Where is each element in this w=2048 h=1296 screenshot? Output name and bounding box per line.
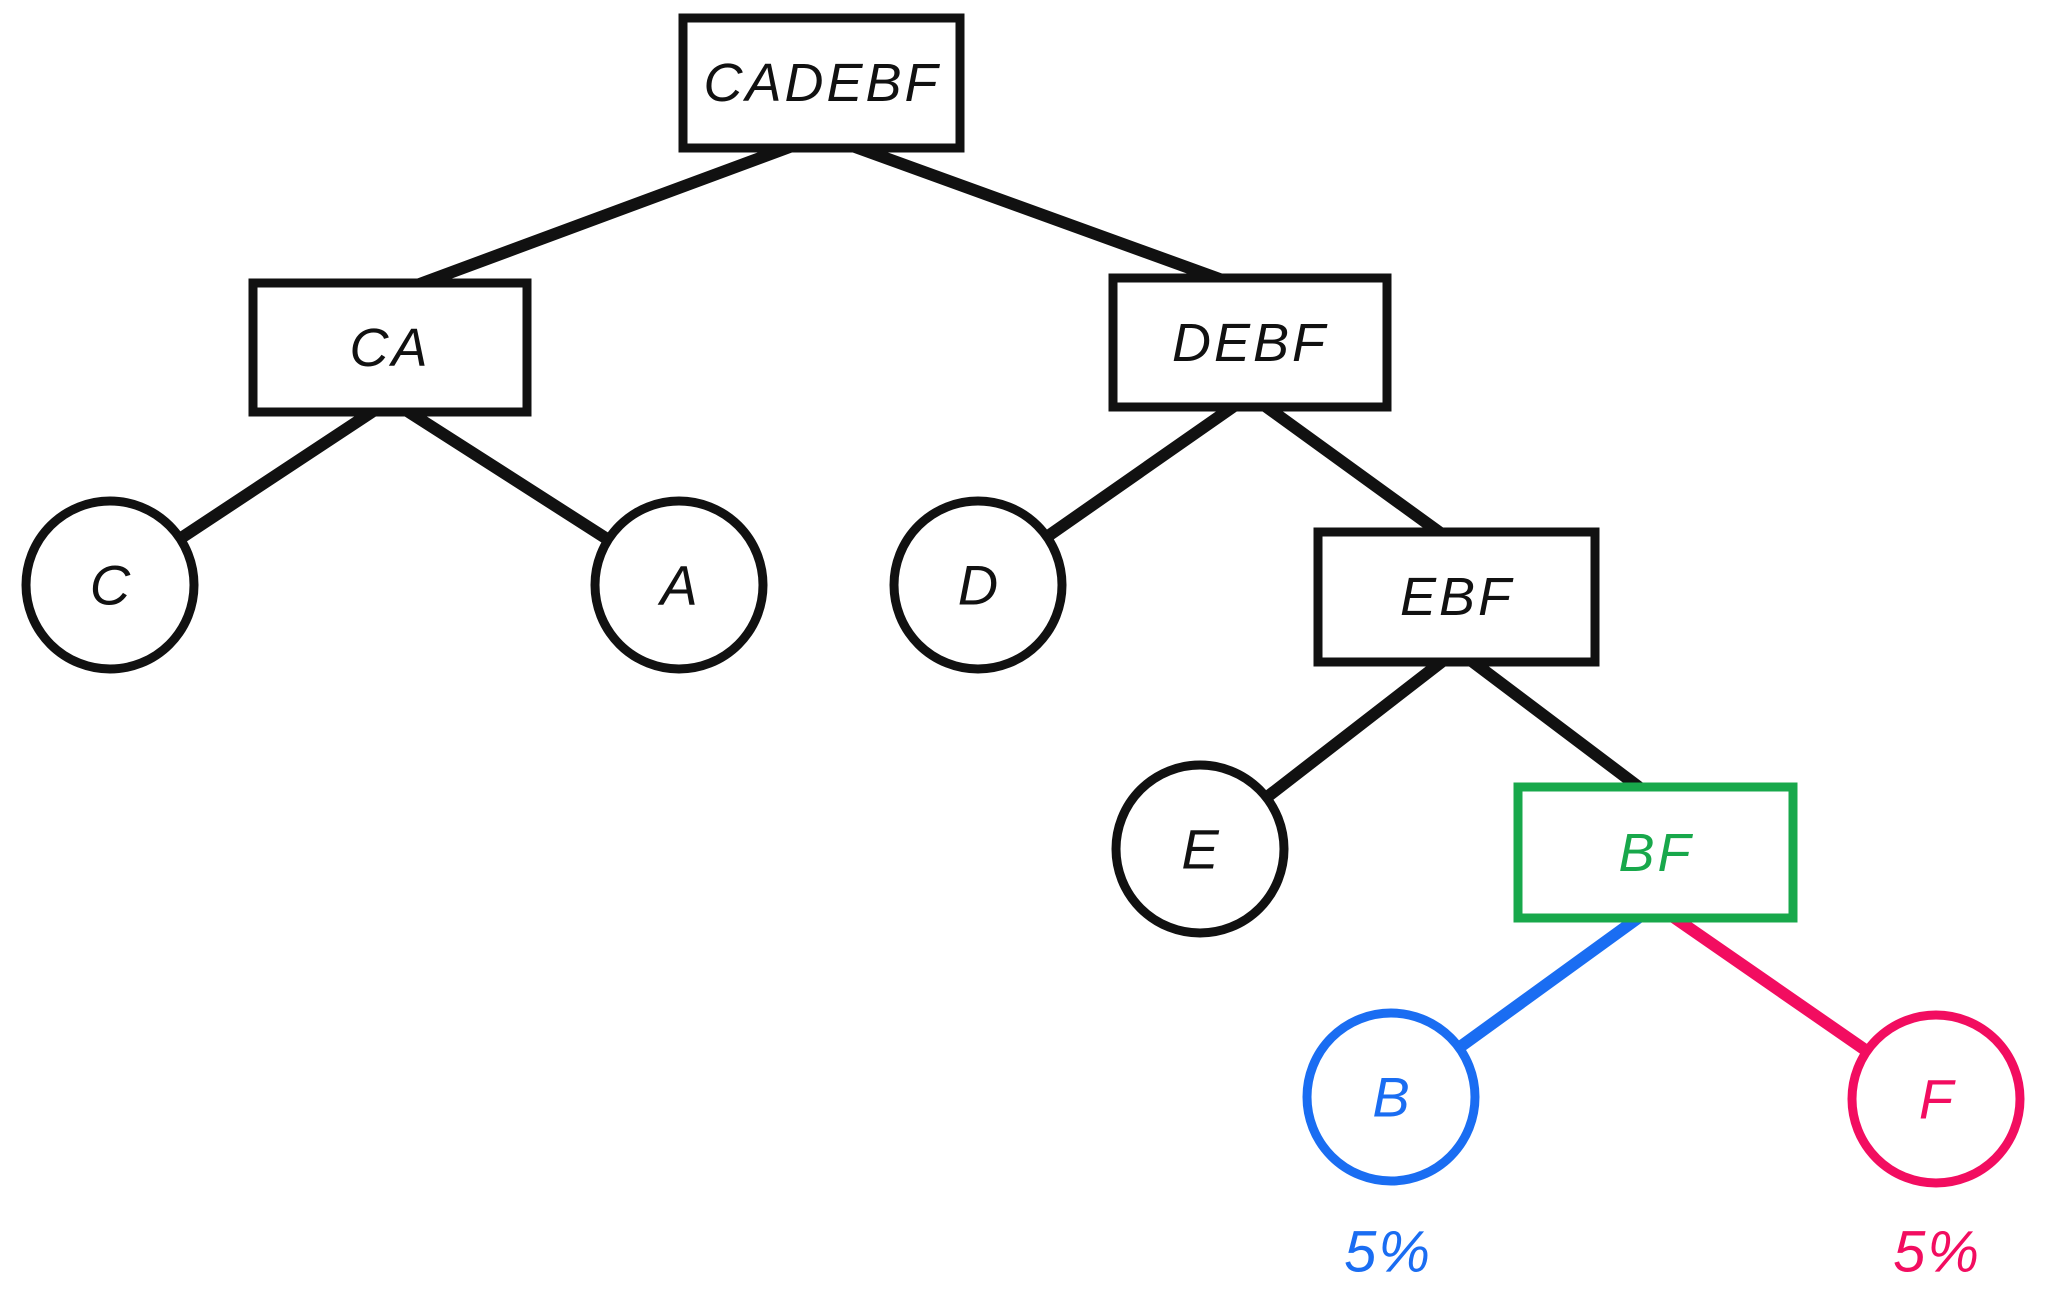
edge-cadebf-debf bbox=[816, 129, 1256, 296]
node-label-ca: CA bbox=[349, 318, 430, 378]
node-circle-a bbox=[590, 496, 768, 674]
node-label-e: E bbox=[1181, 818, 1219, 881]
node-label-debf: DEBF bbox=[1172, 313, 1328, 373]
node-label-b: B bbox=[1372, 1066, 1409, 1129]
node-label-a: A bbox=[657, 554, 697, 617]
internal-nodes-group: CADEBF CA DEBF EBF BF bbox=[248, 13, 1798, 923]
node-box-ca bbox=[248, 278, 532, 417]
edge-debf-ebf bbox=[1244, 389, 1463, 551]
node-label-c: C bbox=[90, 554, 131, 617]
node-label-f: F bbox=[1919, 1068, 1956, 1131]
node-label-cadebf: CADEBF bbox=[703, 53, 940, 113]
edge-cadebf-ca bbox=[384, 129, 828, 301]
node-box-cadebf bbox=[678, 13, 965, 153]
edge-ebf-bf bbox=[1451, 644, 1662, 806]
node-circle-c bbox=[21, 496, 199, 674]
node-box-debf bbox=[1108, 273, 1392, 412]
percent-label-f: 5% bbox=[1893, 1220, 1981, 1285]
node-label-ebf: EBF bbox=[1400, 567, 1514, 627]
node-circle-f bbox=[1847, 1010, 2025, 1188]
node-label-d: D bbox=[958, 554, 998, 617]
percent-label-b: 5% bbox=[1344, 1220, 1432, 1285]
percent-labels-group: 5% 5% bbox=[1344, 1220, 1981, 1285]
node-circle-e bbox=[1111, 760, 1289, 938]
node-box-ebf bbox=[1313, 527, 1600, 667]
node-box-bf bbox=[1513, 782, 1798, 923]
node-circle-d bbox=[889, 496, 1067, 674]
leaf-nodes-group: C A D E B F bbox=[21, 496, 2025, 1188]
node-circle-b bbox=[1302, 1008, 1480, 1186]
node-label-bf: BF bbox=[1618, 823, 1693, 883]
